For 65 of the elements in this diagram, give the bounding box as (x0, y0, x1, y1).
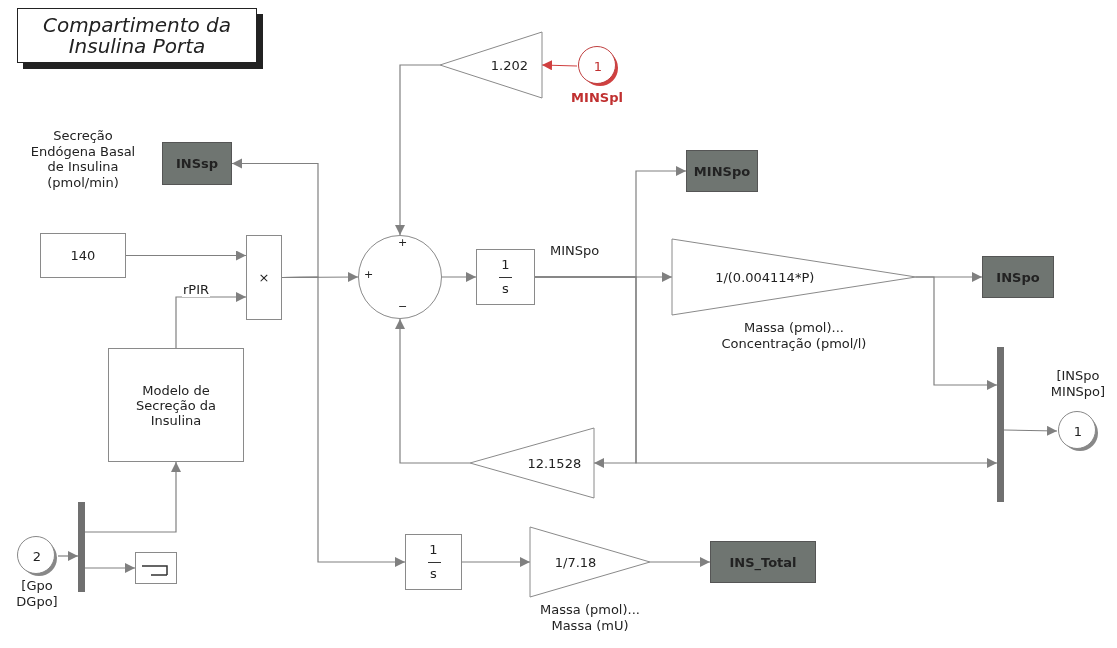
inport-circle (577, 45, 619, 87)
signal-arrow (915, 276, 998, 390)
signal-label: MINSpo (549, 243, 601, 258)
goto-tag: INS_Total (729, 554, 797, 570)
integrator-block (405, 534, 462, 590)
gain-value: 1.202 (490, 57, 528, 73)
signal-arrow (649, 557, 711, 567)
gain-triangle (672, 239, 916, 315)
inport-circle (16, 535, 58, 577)
port-number: 2 (32, 548, 42, 564)
signal-arrow (125, 250, 247, 261)
sign-label: + (398, 237, 408, 249)
transfer-function: 1 (428, 541, 439, 559)
mux-bar (78, 502, 85, 592)
goto-block (162, 142, 232, 185)
mux-bar (997, 347, 1004, 502)
signal-arrow (231, 158, 319, 279)
block-caption: Massa (pmol)... Concentração (pmol/l) (720, 320, 868, 352)
signal-arrow (395, 318, 471, 464)
constant-value: 140 (70, 248, 96, 263)
goto-tag: MINSpo (693, 163, 751, 179)
port-number: 1 (593, 58, 603, 74)
goto-block (710, 541, 816, 583)
signal-arrow (441, 272, 477, 282)
gain-triangle (470, 428, 594, 498)
goto-block (982, 256, 1054, 298)
block-caption: Secreção Endógena Basal de Insulina (pmol/min) (30, 128, 136, 191)
signal-arrow (395, 64, 441, 236)
multiply-sign: × (258, 270, 270, 285)
goto-tag: INSpo (996, 269, 1040, 285)
block-caption: [INSpo MINSpo] (1049, 368, 1107, 400)
goto-block (686, 150, 758, 192)
constant-block (40, 233, 126, 278)
signal-arrow (1003, 425, 1058, 436)
block-caption: Massa (pmol)... Massa (mU) (539, 602, 641, 634)
signal-label: rPIR (182, 282, 211, 297)
block-caption: MINSpl (570, 90, 624, 106)
subsystem-label: Modelo de Secreção da Insulina (135, 382, 217, 428)
annotation-text: Compartimento da Insulina Porta (41, 14, 233, 57)
transfer-function: 1 (500, 256, 511, 274)
sum-circle (358, 235, 442, 319)
signal-arrow (57, 551, 79, 561)
product-block (246, 235, 282, 320)
sign-label: − (398, 301, 408, 313)
terminator-block (135, 552, 177, 584)
goto-tag: INSsp (175, 156, 219, 171)
integrator-block (476, 249, 535, 305)
signal-arrow (84, 461, 181, 533)
gain-value: 12.1528 (527, 455, 582, 471)
transfer-function: s (501, 280, 510, 298)
block-caption: [Gpo DGpo] (15, 578, 59, 610)
transfer-function: s (429, 565, 438, 583)
signal-arrow (461, 557, 531, 567)
signal-arrow (541, 60, 578, 71)
signal-arrow (175, 292, 247, 349)
subsystem-block (108, 348, 244, 462)
sign-label: + (364, 269, 374, 281)
port-number: 1 (1073, 423, 1083, 439)
gain-value: 1/(0.004114*P) (715, 269, 815, 285)
signal-arrow (84, 563, 136, 573)
signal-arrow (534, 276, 998, 468)
gain-value: 1/7.18 (554, 554, 597, 570)
gain-triangle (440, 32, 542, 98)
gain-triangle (530, 527, 650, 597)
outport-circle (1057, 410, 1099, 452)
